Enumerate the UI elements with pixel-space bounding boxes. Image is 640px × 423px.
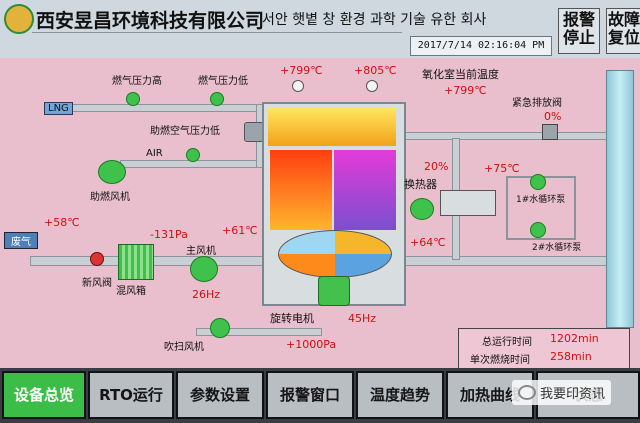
gas-pressure-high-label: 燃气压力高	[112, 76, 162, 87]
alarm-stop-button[interactable]: 报警停止	[558, 8, 600, 54]
inlet-temp: +58℃	[44, 216, 80, 229]
rotary-valve[interactable]	[278, 230, 392, 278]
purge-fan-label: 吹扫风机	[164, 342, 204, 353]
combustion-chamber	[268, 108, 396, 146]
air-pressure-low-label: 助燃空气压力低	[150, 126, 220, 137]
exhaust-stack	[606, 70, 634, 328]
bottom-nav: 设备总览 RTO运行 参数设置 报警窗口 温度趋势 加热曲线 状态 我要印资讯	[0, 368, 640, 423]
header-bar: 西安昱昌环境科技有限公司 서안 햇볕 창 환경 과학 기술 유한 회사 2017…	[0, 0, 640, 60]
pump1-label: 1#水循环泵	[516, 195, 566, 205]
watermark-text: 我要印资讯	[540, 387, 606, 402]
heat-exchanger-label: 换热器	[404, 178, 437, 191]
mix-box-label: 混风箱	[116, 286, 146, 297]
main-fan-pressure: -131Pa	[150, 228, 188, 241]
nav-rto-run[interactable]: RTO运行	[88, 371, 174, 419]
outlet-temp: +64℃	[410, 236, 446, 249]
lng-label: LNG	[44, 102, 73, 115]
burner-fan-label: 助燃风机	[90, 192, 130, 203]
nav-heating-curve[interactable]: 加热曲线	[446, 371, 534, 419]
fault-reset-button[interactable]: 故障复位	[606, 8, 640, 54]
air-label: AIR	[146, 148, 163, 159]
thermocouple-right[interactable]	[366, 80, 378, 92]
single-burn-label: 单次燃烧时间	[470, 355, 530, 366]
main-fan-temp: +61℃	[222, 224, 258, 237]
total-runtime-value: 1202min	[550, 332, 599, 345]
air-pressure-switch[interactable]	[186, 148, 200, 162]
purge-pressure: +1000Pa	[286, 338, 337, 351]
nav-alarm-window[interactable]: 报警窗口	[266, 371, 354, 419]
emergency-valve-label: 紧急排放阀	[512, 98, 562, 109]
purge-fan-icon[interactable]	[210, 318, 230, 338]
temp-right-top: +805℃	[354, 64, 397, 77]
emergency-pipe	[400, 132, 612, 140]
heat-exchanger-fan[interactable]	[410, 198, 434, 220]
heat-bed-left	[270, 150, 332, 230]
emergency-valve[interactable]	[542, 124, 558, 140]
waste-gas-label: 废气	[4, 232, 38, 249]
tab-strip	[32, 32, 402, 39]
watermark: 我要印资讯	[512, 380, 612, 405]
nav-overview[interactable]: 设备总览	[2, 371, 86, 419]
main-fan-label: 主风机	[186, 246, 216, 257]
gas-pressure-low-label: 燃气压力低	[198, 76, 248, 87]
burner-fan-icon[interactable]	[98, 160, 126, 184]
ox-room-temp-label: 氧化室当前温度	[422, 68, 499, 81]
thermocouple-left[interactable]	[292, 80, 304, 92]
single-burn-value: 258min	[550, 350, 592, 363]
wechat-icon	[518, 385, 536, 400]
mix-box[interactable]	[118, 244, 154, 280]
ox-room-temp-value: +799℃	[444, 84, 487, 97]
rotary-motor[interactable]	[318, 276, 350, 306]
company-name-cn: 西安昱昌环境科技有限公司	[36, 10, 265, 32]
nav-parameters[interactable]: 参数设置	[176, 371, 264, 419]
total-runtime-label: 总运行时间	[482, 337, 532, 348]
main-fan-freq: 26Hz	[192, 288, 221, 301]
datetime-display: 2017/7/14 02:16:04 PM	[410, 36, 552, 56]
pump1-icon[interactable]	[530, 174, 546, 190]
rotary-motor-freq: 45Hz	[348, 312, 377, 325]
outlet-pipe	[400, 256, 612, 266]
fresh-air-valve[interactable]	[90, 252, 104, 266]
lng-pipe	[44, 104, 258, 112]
process-diagram: 燃气压力高 燃气压力低 LNG 助燃空气压力低 AIR 助燃风机 +799℃ +…	[0, 58, 640, 370]
purge-pipe	[196, 328, 322, 336]
gas-pressure-low-switch[interactable]	[210, 92, 224, 106]
heat-exchanger[interactable]	[440, 190, 496, 216]
pump2-label: 2#水循环泵	[532, 243, 582, 253]
heat-exchanger-pct: 20%	[424, 160, 449, 173]
heat-bed-right	[334, 150, 396, 230]
emergency-valve-pct: 0%	[544, 110, 562, 123]
pump2-icon[interactable]	[530, 222, 546, 238]
rotary-motor-label: 旋转电机	[270, 312, 314, 325]
company-logo	[4, 4, 34, 34]
heat-exchanger-temp: +75℃	[484, 162, 520, 175]
temp-left-top: +799℃	[280, 64, 323, 77]
gas-pressure-high-switch[interactable]	[126, 92, 140, 106]
nav-temp-trend[interactable]: 温度趋势	[356, 371, 444, 419]
company-name-kr: 서안 햇볕 창 환경 과학 기술 유한 회사	[262, 12, 487, 28]
fresh-air-valve-label: 新风阀	[82, 278, 112, 289]
main-fan-icon[interactable]	[190, 256, 218, 282]
runtime-panel	[458, 328, 630, 370]
